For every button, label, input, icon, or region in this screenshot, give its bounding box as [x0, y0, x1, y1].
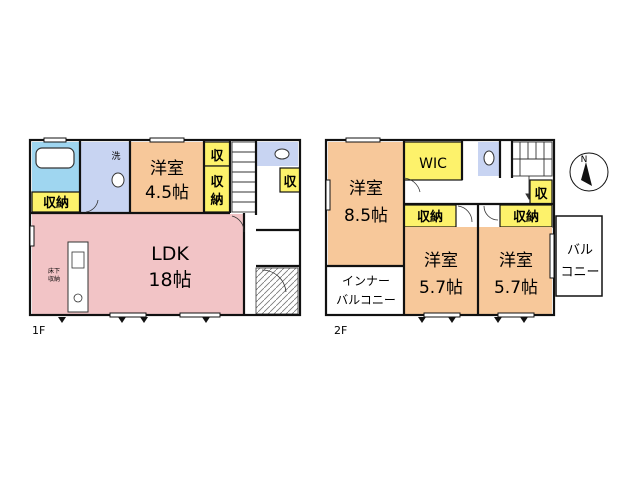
room-b-door-swing: [457, 205, 473, 223]
inner-balcony-label-a: インナー: [342, 274, 390, 288]
western-room-c-size: 5.7帖: [494, 278, 538, 298]
bathtub-icon: [35, 147, 75, 169]
storage-room-b-label: 収納: [417, 209, 443, 225]
ldk-name: LDK: [151, 243, 189, 265]
western-room-1f: [130, 142, 204, 212]
window-triangles-1f: [58, 317, 210, 323]
room-a-door-swing: [403, 177, 421, 193]
wic-label: WIC: [419, 156, 447, 172]
toilet-2f-icon: [483, 150, 495, 166]
western-room-b: [404, 227, 478, 315]
floor-label-1f: 1F: [32, 324, 45, 337]
entrance-door-swing: [261, 269, 287, 293]
window-triangles-2f: [418, 317, 528, 323]
room-c-door-swing: [483, 205, 499, 221]
western-room-c: [478, 227, 552, 315]
ldk-door-swing: [231, 215, 245, 233]
second-floor: 洋室 8.5帖 WIC 収 収納 収納 洋室 5.7帖: [324, 137, 603, 337]
first-floor: 洗 収納 洋室 4.5帖 収 収 納 収 LDK: [28, 137, 302, 337]
inner-balcony: [328, 266, 404, 314]
storage-room-1-label: 収: [210, 149, 224, 164]
stove-icon: [73, 293, 83, 303]
windows-1f: [29, 137, 221, 318]
washroom-label: 洗: [111, 150, 120, 162]
washing-machine-icon: [111, 172, 125, 188]
storage-room-c-label: 収納: [513, 209, 539, 225]
inner-balcony-label-b: バルコニー: [336, 293, 396, 307]
floor-label-2f: 2F: [334, 324, 347, 337]
western-room-8-5-name: 洋室: [349, 179, 383, 199]
stairs-1f: [231, 141, 257, 213]
walls-2f: [324, 138, 556, 317]
storage-small-2f-label: 収: [534, 187, 548, 202]
windows-2f: [325, 137, 555, 318]
compass-north-label: N: [581, 155, 588, 165]
toilet-icon: [274, 148, 290, 160]
underfloor-storage-label-a: 床下: [48, 267, 60, 275]
compass-icon: N: [569, 152, 609, 192]
storage-hall-label: 収: [283, 175, 297, 190]
western-room-c-name: 洋室: [499, 251, 533, 271]
storage-room-2-label-a: 収: [210, 175, 224, 190]
western-room-8-5-size: 8.5帖: [344, 206, 388, 226]
wash-door-swing: [85, 199, 99, 213]
balcony-label-a: バル: [567, 243, 593, 258]
storage-bath-label: 収納: [43, 195, 69, 211]
western-room-b-size: 5.7帖: [419, 278, 463, 298]
ldk: [32, 214, 244, 314]
sink-icon: [71, 251, 85, 269]
balcony-label-b: コニー: [560, 265, 599, 280]
western-room-1f-size: 4.5帖: [145, 183, 189, 203]
underfloor-storage-label-b: 収納: [48, 275, 60, 283]
ldk-size: 18帖: [148, 269, 191, 291]
western-room-8-5: [328, 142, 404, 266]
storage-room-2-label-b: 納: [210, 192, 223, 208]
kitchen-counter: [67, 241, 89, 313]
stairs-2f: [511, 141, 553, 200]
balcony: [555, 215, 603, 297]
walk-in-closet: [403, 141, 463, 181]
western-room-b-name: 洋室: [424, 251, 458, 271]
western-room-1f-name: 洋室: [150, 159, 184, 179]
